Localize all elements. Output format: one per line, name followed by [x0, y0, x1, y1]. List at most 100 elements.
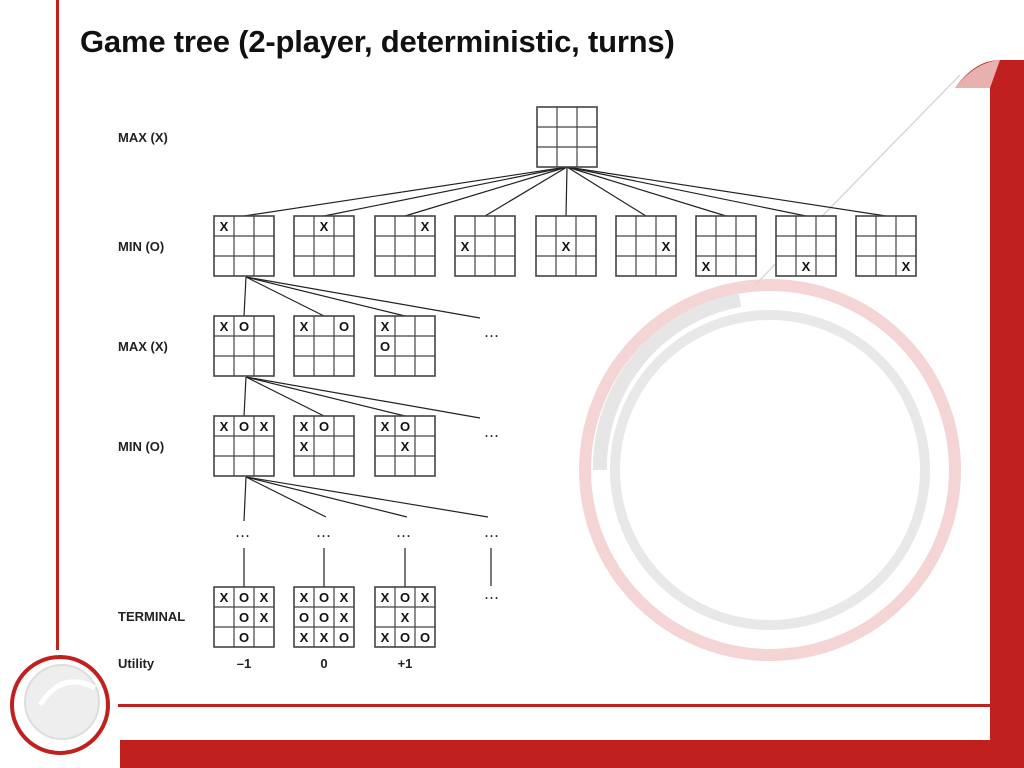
corner-curl — [955, 60, 1000, 88]
tree-edges — [243, 166, 887, 587]
x-mark: X — [401, 439, 410, 454]
ellipsis-deep-4: … — [484, 523, 499, 541]
tree-edge — [404, 166, 568, 217]
tree-edge — [566, 166, 807, 217]
watermark-arc — [592, 293, 742, 471]
board-min1-9: X — [855, 215, 917, 277]
level-label-terminal: TERMINAL — [118, 609, 185, 624]
o-mark: O — [319, 610, 329, 625]
o-mark: O — [239, 419, 249, 434]
o-mark: O — [239, 610, 249, 625]
utility-value-2: 0 — [320, 656, 327, 671]
tree-edge — [245, 276, 325, 317]
o-mark: O — [400, 590, 410, 605]
board-min1-5: X — [535, 215, 597, 277]
board-frame — [213, 586, 275, 648]
tree-edge — [245, 276, 481, 319]
board-frame — [536, 106, 598, 168]
x-mark: X — [260, 610, 269, 625]
level-labels: MAX (X) MIN (O) MAX (X) MIN (O) TERMINAL… — [118, 130, 185, 671]
utility-label: Utility — [118, 656, 155, 671]
level-label-min-1: MIN (O) — [118, 239, 164, 254]
ellipsis-max2: … — [484, 323, 499, 341]
board-frame — [374, 415, 436, 477]
x-mark: X — [220, 319, 229, 334]
board-min1-6: X — [615, 215, 677, 277]
o-mark: O — [400, 419, 410, 434]
board-min1-8: X — [775, 215, 837, 277]
tree-edge — [323, 166, 568, 217]
board-min1-7: X — [695, 215, 757, 277]
board-min1-3: X — [374, 215, 436, 277]
x-mark: X — [220, 219, 229, 234]
x-mark: X — [381, 319, 390, 334]
bottom-rule — [118, 704, 990, 707]
tree-edge — [245, 376, 406, 417]
o-mark: O — [319, 419, 329, 434]
ellipsis-markers: … … … … … … … — [235, 323, 499, 603]
x-mark: X — [702, 259, 711, 274]
o-mark: O — [239, 630, 249, 645]
board-frame — [454, 215, 516, 277]
o-mark: O — [380, 339, 390, 354]
x-mark: X — [220, 419, 229, 434]
tree-edge — [245, 476, 408, 518]
x-mark: X — [300, 419, 309, 434]
level-label-min-2: MIN (O) — [118, 439, 164, 454]
ellipsis-deep-1: … — [235, 523, 250, 541]
x-mark: X — [381, 590, 390, 605]
x-mark: X — [300, 590, 309, 605]
bottom-band — [120, 740, 1024, 768]
x-mark: X — [220, 590, 229, 605]
x-mark: X — [320, 219, 329, 234]
x-mark: X — [381, 419, 390, 434]
level-label-max-1: MAX (X) — [118, 130, 168, 145]
tree-edge — [243, 276, 247, 317]
o-mark: O — [299, 610, 309, 625]
board-root — [536, 106, 598, 168]
tree-edge — [245, 376, 481, 419]
x-mark: X — [381, 630, 390, 645]
x-mark: X — [902, 259, 911, 274]
tree-edge — [566, 166, 727, 217]
watermark-circle-inner — [610, 310, 930, 630]
board-frame — [213, 215, 275, 277]
o-mark: O — [239, 319, 249, 334]
board-frame — [374, 215, 436, 277]
ellipsis-terminal: … — [484, 585, 499, 603]
board-frame — [293, 415, 355, 477]
level-label-max-2: MAX (X) — [118, 339, 168, 354]
o-mark: O — [319, 590, 329, 605]
board-min1-4: X — [454, 215, 516, 277]
board-frame — [615, 215, 677, 277]
x-mark: X — [421, 590, 430, 605]
emblem-ring — [10, 655, 110, 755]
emblem-highlight — [37, 679, 97, 707]
tree-edge — [245, 476, 489, 518]
x-mark: X — [300, 439, 309, 454]
x-mark: X — [802, 259, 811, 274]
x-mark: X — [562, 239, 571, 254]
o-mark: O — [339, 319, 349, 334]
x-mark: X — [461, 239, 470, 254]
x-mark: X — [421, 219, 430, 234]
o-mark: O — [400, 630, 410, 645]
x-mark: X — [401, 610, 410, 625]
board-frame — [293, 586, 355, 648]
x-mark: X — [662, 239, 671, 254]
x-mark: X — [260, 590, 269, 605]
ellipsis-deep-3: … — [396, 523, 411, 541]
board-frame — [535, 215, 597, 277]
x-mark: X — [260, 419, 269, 434]
x-mark: X — [340, 590, 349, 605]
board-frame — [775, 215, 837, 277]
